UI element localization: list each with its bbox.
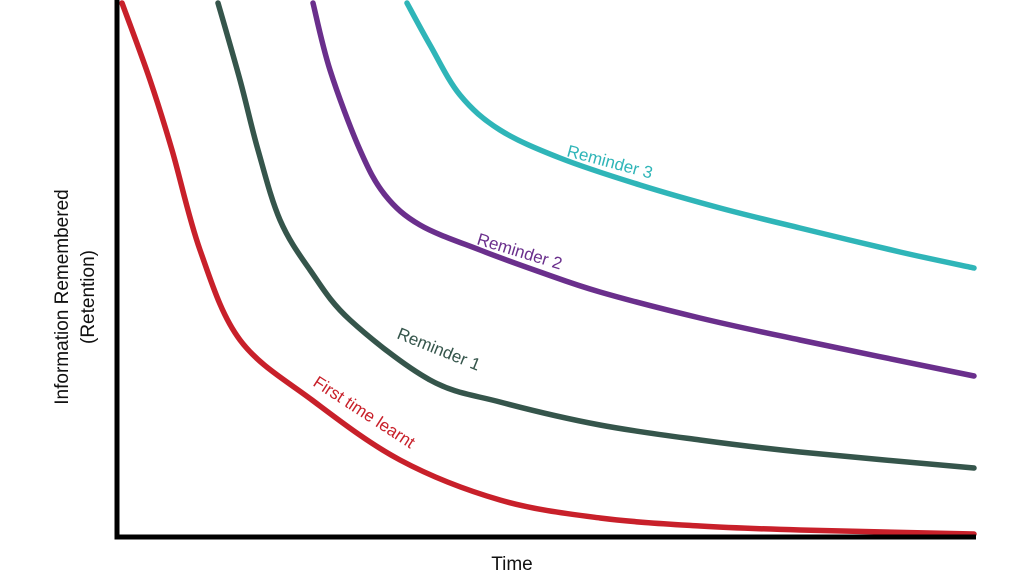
y-axis-label-line-1: Information Remembered xyxy=(52,189,73,404)
curve-labels: First time learnt Reminder 1 Reminder 2 … xyxy=(310,142,655,453)
y-axis-label-line-2: (Retention) xyxy=(78,250,99,344)
curve-reminder-3 xyxy=(404,0,977,271)
x-axis-label: Time xyxy=(491,554,533,575)
curve-reminder-2 xyxy=(310,0,977,379)
y-axis-label: Information Remembered (Retention) xyxy=(52,189,99,404)
axes xyxy=(114,0,976,540)
curve-reminder-1 xyxy=(215,0,977,471)
curves-group xyxy=(119,0,977,537)
curve-first-time-learnt xyxy=(119,0,977,537)
